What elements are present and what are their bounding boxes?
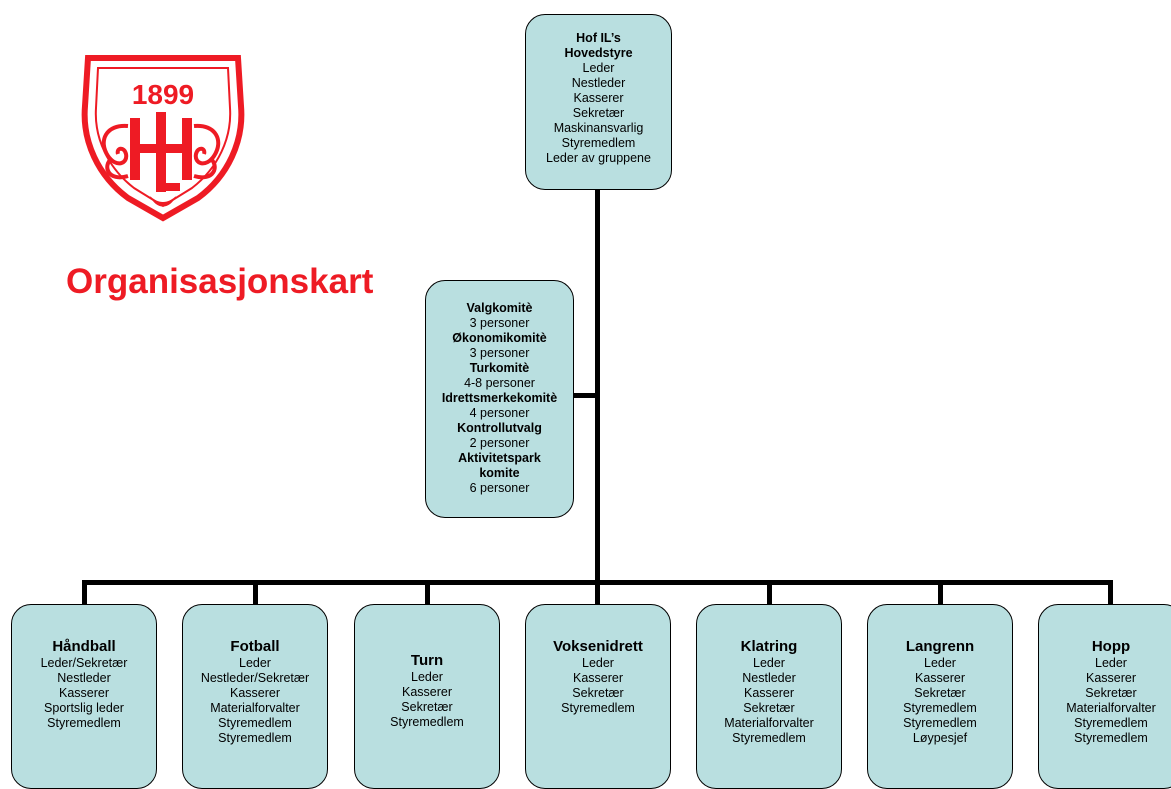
group-box-voksenidrett: Voksenidrett Leder Kasserer Sekretær Sty…	[525, 604, 671, 789]
group-role: Sekretær	[1085, 686, 1137, 700]
group-box-langrenn: Langrenn Leder Kasserer Sekretær Styreme…	[867, 604, 1013, 789]
committee-name: Idrettsmerkekomitè	[441, 391, 558, 405]
group-box-handball: Håndball Leder/Sekretær Nestleder Kasser…	[11, 604, 157, 789]
group-role: Nestleder	[57, 671, 111, 685]
hovedstyre-member: Sekretær	[572, 106, 625, 120]
hovedstyre-member: Styremedlem	[561, 136, 636, 150]
group-role: Styremedlem	[1074, 731, 1148, 745]
group-drop-line	[425, 580, 430, 608]
group-role: Sportslig leder	[44, 701, 124, 715]
group-role: Materialforvalter	[1066, 701, 1156, 715]
group-role: Kasserer	[743, 686, 795, 700]
group-drop-line	[938, 580, 943, 608]
group-drop-line	[767, 580, 772, 608]
group-role: Styremedlem	[903, 701, 977, 715]
group-role: Leder	[411, 670, 443, 684]
committees-box: Valgkomitè 3 personer Økonomikomitè 3 pe…	[425, 280, 574, 518]
group-role: Sekretær	[572, 686, 624, 700]
group-role: Leder	[1095, 656, 1127, 670]
group-role: Styremedlem	[1074, 716, 1148, 730]
group-name: Langrenn	[905, 638, 975, 655]
committee-name: Aktivitetspark komite	[458, 451, 541, 480]
group-role: Leder	[239, 656, 271, 670]
hovedstyre-member: Leder	[582, 61, 615, 75]
scroll-ornament-icon	[101, 123, 221, 180]
committee-name: Valgkomitè	[466, 301, 533, 315]
group-role: Materialforvalter	[210, 701, 300, 715]
group-role: Kasserer	[572, 671, 624, 685]
group-box-turn: Turn Leder Kasserer Sekretær Styremedlem	[354, 604, 500, 789]
group-role: Sekretær	[914, 686, 966, 700]
club-logo: 1899	[81, 55, 245, 222]
group-role: Styremedlem	[218, 716, 292, 730]
group-role: Nestleder/Sekretær	[200, 671, 310, 685]
group-box-hopp: Hopp Leder Kasserer Sekretær Materialfor…	[1038, 604, 1171, 789]
committee-size: 6 personer	[469, 481, 530, 495]
group-role: Nestleder	[742, 671, 796, 685]
committee-name: Økonomikomitè	[452, 331, 547, 345]
group-role: Kasserer	[1085, 671, 1137, 685]
group-role: Leder/Sekretær	[40, 656, 128, 670]
group-role: Styremedlem	[218, 731, 292, 745]
group-drop-line	[82, 580, 87, 608]
hovedstyre-member: Maskinansvarlig	[553, 121, 644, 135]
shield-outline-icon	[81, 55, 245, 222]
committee-size: 4 personer	[469, 406, 530, 420]
group-role: Styremedlem	[47, 716, 121, 730]
group-box-fotball: Fotball Leder Nestleder/Sekretær Kassere…	[182, 604, 328, 789]
group-role: Kasserer	[229, 686, 281, 700]
group-name: Turn	[410, 652, 444, 669]
group-role: Leder	[753, 656, 785, 670]
group-role: Leder	[924, 656, 956, 670]
group-role: Kasserer	[401, 685, 453, 699]
group-role: Kasserer	[914, 671, 966, 685]
group-drop-line	[253, 580, 258, 608]
group-name: Hopp	[1091, 638, 1131, 655]
hovedstyre-member: Leder av gruppene	[546, 151, 651, 165]
committee-size: 3 personer	[469, 346, 530, 360]
group-name: Håndball	[52, 638, 116, 655]
group-role: Løypesjef	[912, 731, 968, 745]
committee-size: 4-8 personer	[464, 376, 535, 390]
group-box-klatring: Klatring Leder Nestleder Kasserer Sekret…	[696, 604, 842, 789]
group-drop-line	[1108, 580, 1113, 608]
hovedstyre-member: Kasserer	[573, 91, 624, 105]
trunk-line	[595, 188, 600, 584]
group-role: Styremedlem	[561, 701, 635, 715]
group-role: Styremedlem	[390, 715, 464, 729]
group-name: Fotball	[230, 638, 280, 655]
hovedstyre-member: Nestleder	[571, 76, 626, 90]
group-role: Kasserer	[58, 686, 110, 700]
committee-name: Turkomitè	[469, 361, 530, 375]
page-title: Organisasjonskart	[66, 262, 374, 301]
group-name: Voksenidrett	[553, 638, 643, 655]
committee-size: 3 personer	[469, 316, 530, 330]
committee-name: Kontrollutvalg	[457, 421, 542, 435]
group-role: Leder	[582, 656, 614, 670]
hovedstyre-box: Hof IL’s Hovedstyre Leder Nestleder Kass…	[525, 14, 672, 190]
group-role: Styremedlem	[903, 716, 977, 730]
group-role: Materialforvalter	[724, 716, 814, 730]
hovedstyre-title-line2: Hovedstyre	[564, 46, 633, 60]
group-drop-line	[595, 580, 600, 608]
logo-year: 1899	[132, 79, 194, 110]
group-role: Sekretær	[401, 700, 453, 714]
group-name: Klatring	[740, 638, 798, 655]
hovedstyre-title-line1: Hof IL’s	[576, 31, 621, 45]
committee-size: 2 personer	[469, 436, 530, 450]
group-role: Styremedlem	[732, 731, 806, 745]
group-role: Sekretær	[743, 701, 795, 715]
hil-monogram-icon	[130, 112, 192, 192]
committee-connector	[574, 393, 598, 398]
